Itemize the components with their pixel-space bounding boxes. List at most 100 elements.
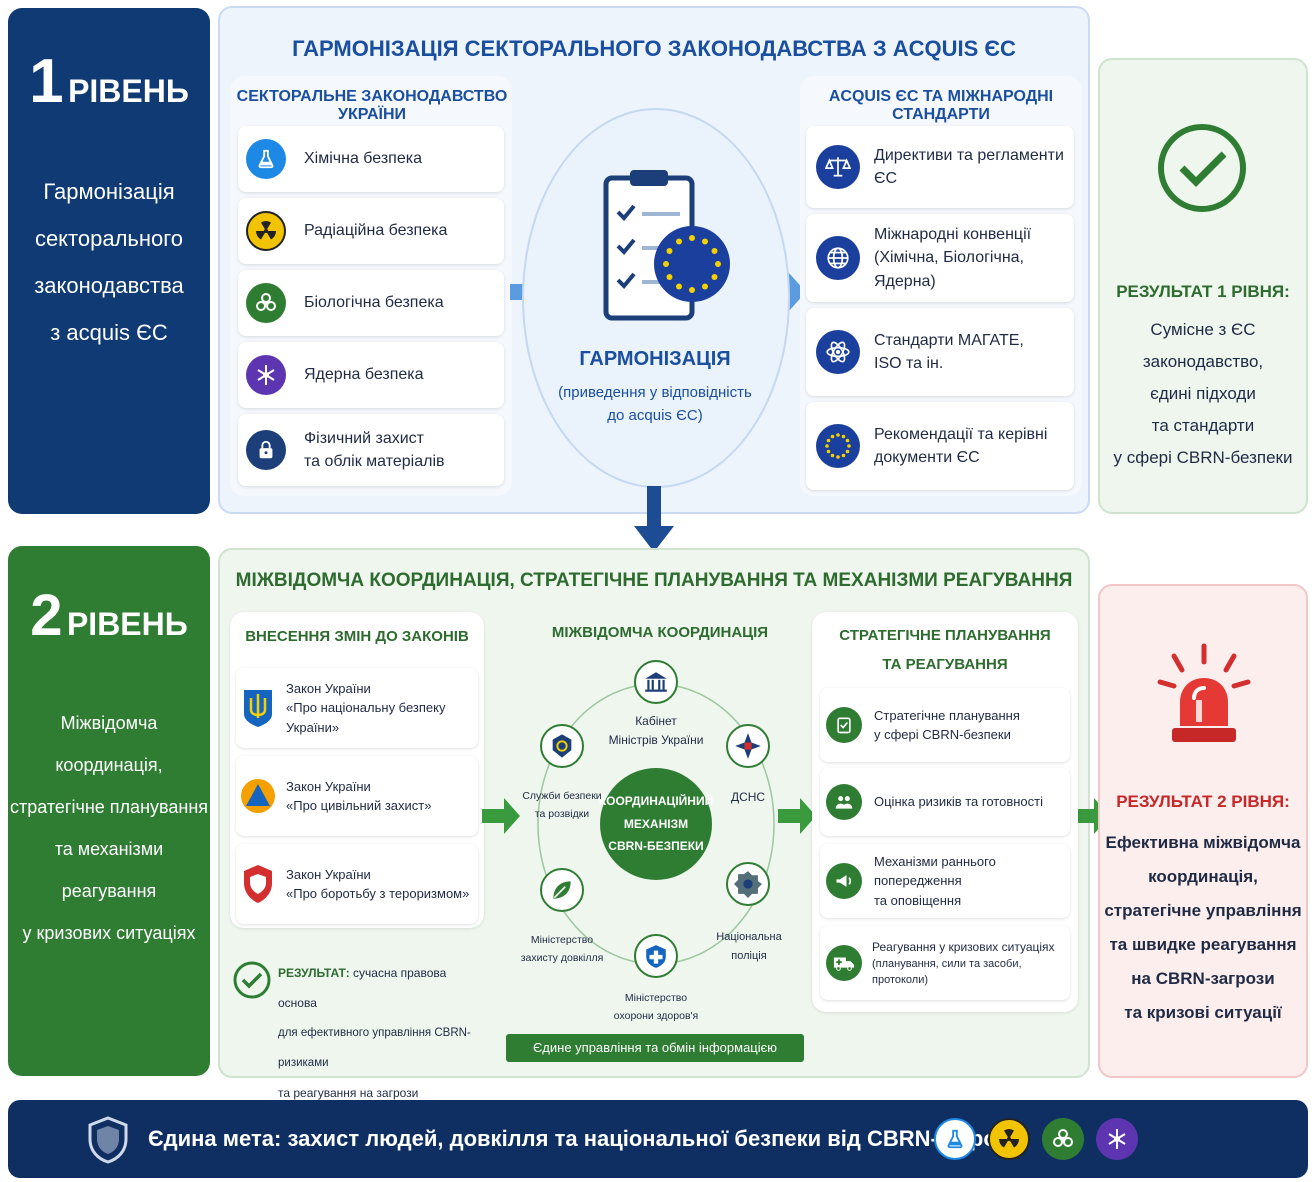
law-line: Закон України bbox=[286, 680, 371, 696]
sectoral-header: СЕКТОРАЛЬНЕ ЗАКОНОДАВСТВО УКРАЇНИ bbox=[236, 88, 508, 123]
strategy-item-line: Оцінка ризиків та готовності bbox=[874, 794, 1043, 810]
footer-radiation-icon bbox=[988, 1118, 1030, 1160]
sbu-icon bbox=[540, 724, 584, 768]
acquis-item-label: (Хімічна, Біологічна, Ядерна) bbox=[874, 249, 1024, 290]
law-item: Закон України «Про боротьбу з тероризмом… bbox=[236, 844, 478, 924]
sectoral-item-label: Ядерна безпека bbox=[304, 366, 424, 384]
footer-flask-icon bbox=[934, 1118, 976, 1160]
laws-result-text: та реагування на загрози bbox=[278, 1086, 419, 1100]
harmonization-sub: (приведення у відповідність bbox=[558, 384, 752, 401]
footer-biohazard-icon bbox=[1042, 1118, 1084, 1160]
check-circle-icon bbox=[233, 961, 271, 999]
acquis-item-label: Рекомендації та керівні bbox=[874, 425, 1048, 443]
result1-line: Сумісне з ЄС bbox=[1150, 320, 1256, 339]
sectoral-item-label: Радіаційна безпека bbox=[304, 222, 448, 240]
radiation-icon bbox=[246, 211, 286, 251]
acquis-item: Рекомендації та керівні документи ЄС bbox=[806, 402, 1074, 490]
sectoral-item-label: Біологічна безпека bbox=[304, 294, 444, 312]
level2-word: РІВЕНЬ bbox=[66, 606, 188, 642]
acquis-header: ACQUIS ЄС ТА МІЖНАРОДНІ СТАНДАРТИ bbox=[828, 88, 1054, 123]
medical-cross-icon bbox=[634, 934, 678, 978]
coord-center-line: МЕХАНІЗМ bbox=[623, 816, 689, 831]
acquis-item: Директиви та регламенти ЄС bbox=[806, 126, 1074, 208]
laws-result-text: для ефективного управління CBRN-ризиками bbox=[278, 1027, 471, 1069]
strategy-item: Стратегічне планування у сфері CBRN-безп… bbox=[820, 688, 1070, 762]
coord-footer: Єдине управління та обмін інформацією bbox=[506, 1034, 804, 1062]
clipboard-checklist-icon bbox=[603, 170, 730, 321]
sectoral-item-label: та облік матеріалів bbox=[304, 453, 445, 470]
cabinet-label: Кабінет bbox=[635, 714, 677, 728]
level1-box: 1 РІВЕНЬ Гармонізація секторального зако… bbox=[8, 8, 210, 514]
health-label: охорони здоров'я bbox=[613, 1009, 699, 1022]
strategy-item: Механізми раннього попередження та опові… bbox=[820, 844, 1070, 918]
level2-number: 2 bbox=[30, 583, 63, 648]
level1-desc-line: секторального bbox=[34, 226, 184, 251]
law-line: Закон України bbox=[286, 866, 371, 882]
sectoral-item-radiation: Радіаційна безпека bbox=[238, 198, 504, 264]
strategy-item-line: у сфері CBRN-безпеки bbox=[874, 727, 1011, 742]
sbu-label: Служби безпеки bbox=[522, 790, 602, 802]
police-icon bbox=[726, 862, 770, 906]
coord-center: КООРДИНАЦІЙНИЙ МЕХАНІЗМ CBRN-БЕЗПЕКИ bbox=[599, 768, 713, 880]
cabinet-icon bbox=[634, 660, 678, 704]
result2-title: РЕЗУЛЬТАТ 2 РІВНЯ: bbox=[1116, 792, 1290, 811]
level1-desc-line: Гармонізація bbox=[43, 179, 175, 204]
laws-header: ВНЕСЕННЯ ЗМІН ДО ЗАКОНІВ bbox=[245, 628, 469, 645]
law-line: Закон України bbox=[286, 778, 371, 794]
law-item: Закон України «Про цивільний захист» bbox=[236, 756, 478, 836]
acquis-item-label: Директиви та регламенти ЄС bbox=[874, 146, 1064, 187]
trident-icon bbox=[244, 690, 272, 727]
level1-desc-line: законодавства bbox=[34, 273, 184, 298]
acquis-item: Стандарти МАГАТЕ, ISO та ін. bbox=[806, 308, 1074, 396]
check-circle-icon bbox=[1158, 124, 1246, 212]
coord-center-line: CBRN-БЕЗПЕКИ bbox=[608, 839, 704, 854]
harmonization-title: ГАРМОНІЗАЦІЯ bbox=[579, 348, 731, 370]
strategy-item-line: Механізми раннього попередження bbox=[874, 853, 996, 889]
clipboard-icon bbox=[826, 707, 862, 743]
strategy-item-line: Стратегічне планування bbox=[874, 707, 1020, 723]
lock-icon bbox=[246, 430, 286, 470]
result1-title: РЕЗУЛЬТАТ 1 РІВНЯ: bbox=[1116, 282, 1290, 301]
flask-icon bbox=[246, 139, 286, 179]
strategy-item: Реагування у кризових ситуаціях (планува… bbox=[820, 926, 1070, 1000]
level1-number: 1 bbox=[29, 47, 64, 116]
health-label: Міністерство bbox=[624, 992, 688, 1004]
eu-stars-icon bbox=[816, 424, 860, 468]
strategy-item-line: та оповіщення bbox=[874, 892, 962, 908]
arrow-down-icon bbox=[634, 486, 674, 552]
megaphone-icon bbox=[826, 863, 862, 899]
footer-text: Єдина мета: захист людей, довкілля та на… bbox=[148, 1126, 1008, 1151]
globe-icon bbox=[816, 236, 860, 280]
law-line: «Про боротьбу з тероризмом» bbox=[286, 886, 470, 901]
sectoral-item-label: Хімічна безпека bbox=[304, 150, 422, 168]
level2-desc-line: у кризових ситуаціях bbox=[22, 923, 196, 943]
level2-title: МІЖВІДОМЧА КООРДИНАЦІЯ, СТРАТЕГІЧНЕ ПЛАН… bbox=[235, 570, 1073, 591]
acquis-item-label: Стандарти МАГАТЕ, bbox=[874, 331, 1024, 349]
atom-icon bbox=[816, 330, 860, 374]
result1-line: та стандарти bbox=[1151, 416, 1255, 435]
sectoral-item-biological: Біологічна безпека bbox=[238, 270, 504, 336]
cabinet-label: Міністрів України bbox=[608, 733, 704, 748]
sbu-label: та розвідки bbox=[534, 807, 590, 820]
people-icon bbox=[826, 784, 862, 820]
footer-bar: Єдина мета: захист людей, довкілля та на… bbox=[8, 1100, 1308, 1178]
laws-result-text: сучасна правова основа bbox=[278, 966, 447, 1010]
biohazard-icon bbox=[246, 283, 286, 323]
acquis-item-label: документи ЄС bbox=[874, 449, 980, 466]
sectoral-item-label: Фізичний захист bbox=[304, 429, 424, 447]
ambulance-icon bbox=[826, 945, 862, 981]
sectoral-item-nuclear: Ядерна безпека bbox=[238, 342, 504, 408]
strategy-item-line: (планування, сили та засоби, протоколи) bbox=[872, 957, 1022, 987]
result1-panel: РЕЗУЛЬТАТ 1 РІВНЯ: Сумісне з ЄС законода… bbox=[1098, 58, 1308, 514]
level2-box: 2 РІВЕНЬ Міжвідомча координація, стратег… bbox=[8, 546, 210, 1076]
result2-panel: РЕЗУЛЬТАТ 2 РІВНЯ: Ефективна міжвідомча … bbox=[1098, 584, 1308, 1078]
dsns-icon bbox=[726, 724, 770, 768]
acquis-item-label: ISO та ін. bbox=[874, 355, 944, 372]
alarm-siren-icon bbox=[1157, 643, 1251, 742]
leaf-icon bbox=[540, 868, 584, 912]
result2-line: координація, bbox=[1148, 867, 1258, 886]
result2-line: та швидке реагування bbox=[1109, 935, 1297, 954]
env-label: захисту довкілля bbox=[520, 951, 604, 964]
shield-icon bbox=[244, 865, 272, 903]
level1-title: ГАРМОНІЗАЦІЯ СЕКТОРАЛЬНОГО ЗАКОНОДАВСТВА… bbox=[292, 36, 1016, 61]
